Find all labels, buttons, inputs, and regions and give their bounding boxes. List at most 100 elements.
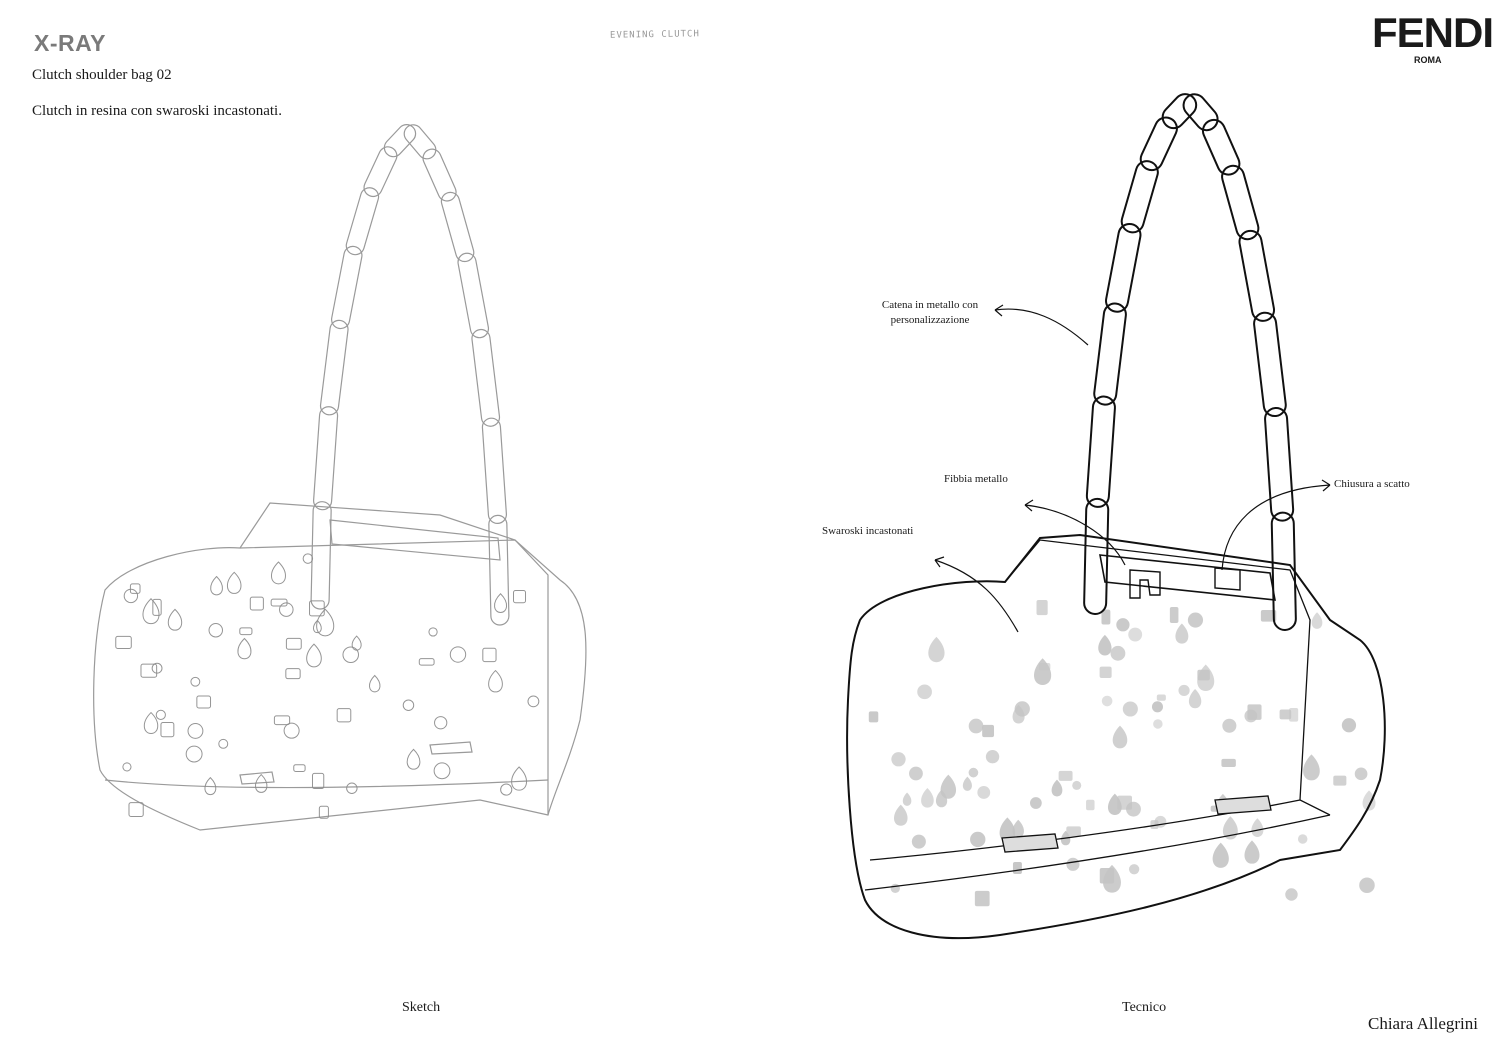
stone <box>1260 610 1277 622</box>
stone <box>152 598 162 616</box>
stone <box>434 716 448 730</box>
stone <box>293 764 306 772</box>
stone <box>917 684 932 700</box>
chain-link <box>1093 302 1127 406</box>
chain-link <box>1253 311 1287 418</box>
label-stones: Swaroski incastonati <box>822 525 914 537</box>
stone <box>1311 612 1323 629</box>
stone <box>1066 857 1080 871</box>
stone <box>1251 818 1264 837</box>
stone <box>1066 826 1081 837</box>
stone <box>968 718 984 734</box>
stone <box>968 767 979 778</box>
stone <box>255 773 268 793</box>
page-title: X-RAY <box>34 30 106 56</box>
chain-link <box>363 146 398 198</box>
stone <box>402 699 415 711</box>
stone <box>346 782 358 794</box>
stone <box>273 715 291 726</box>
stone <box>1098 634 1112 656</box>
arrow-stones <box>934 559 1019 633</box>
stone <box>1279 709 1292 720</box>
stone <box>115 635 132 649</box>
chain-link <box>422 148 457 202</box>
stone <box>208 623 223 638</box>
stone <box>911 834 926 849</box>
stone <box>1086 799 1095 811</box>
stone <box>1012 862 1022 875</box>
stone <box>1187 612 1204 628</box>
stone <box>985 750 1000 764</box>
sketch-bag-body <box>93 502 587 831</box>
stone <box>1178 684 1190 697</box>
stone <box>890 883 900 893</box>
stone <box>1103 864 1121 893</box>
stone <box>226 571 242 594</box>
stone <box>1222 816 1238 840</box>
stone <box>1030 797 1042 809</box>
stone <box>921 787 934 808</box>
stone <box>309 600 325 617</box>
chain-link <box>1083 497 1110 616</box>
stone <box>311 772 325 790</box>
product-description: Clutch in resina con swaroski incastonat… <box>32 103 282 119</box>
stone <box>1112 725 1128 749</box>
stone <box>527 695 540 708</box>
author-signature: Chiara Allegrini <box>1368 1014 1479 1033</box>
chain-link <box>440 191 475 263</box>
label-buckle: Fibbia metallo <box>944 473 1008 485</box>
chain-link <box>1139 116 1178 172</box>
chain-link <box>383 124 417 158</box>
stone <box>302 553 314 564</box>
caption-technical: Tecnico <box>1122 1000 1167 1015</box>
stone <box>140 663 158 678</box>
arrow-buckle <box>1024 504 1126 566</box>
stone <box>351 635 362 651</box>
chain-link <box>457 252 490 339</box>
stone <box>428 627 438 637</box>
chain-link <box>1182 93 1219 132</box>
chain-link <box>313 406 339 511</box>
chain-link <box>488 514 510 626</box>
stone <box>893 804 908 826</box>
stone <box>1128 864 1140 875</box>
stone <box>342 646 360 663</box>
chain-link <box>1085 395 1116 508</box>
stone <box>1116 618 1130 632</box>
label-clasp: Chiusura a scatto <box>1334 478 1410 490</box>
stone <box>1150 820 1159 829</box>
stone <box>196 695 212 709</box>
arrow-clasp <box>1221 484 1331 571</box>
chain-link <box>1221 164 1260 241</box>
chain-link <box>1105 222 1142 313</box>
stone <box>1247 704 1262 720</box>
stone <box>129 583 141 594</box>
chain-link <box>471 328 501 427</box>
brand-logo: FENDI <box>1372 9 1494 56</box>
stone <box>1099 666 1112 679</box>
stone <box>494 593 508 613</box>
product-subtitle: Clutch shoulder bag 02 <box>32 67 172 83</box>
stone <box>1354 767 1368 781</box>
stone <box>1058 770 1073 781</box>
stone <box>306 643 322 668</box>
stone <box>1151 701 1163 713</box>
stone <box>1051 779 1063 797</box>
chain-link <box>481 417 508 525</box>
stone <box>488 669 503 693</box>
caption-sketch: Sketch <box>402 1000 441 1015</box>
stone <box>1212 842 1229 868</box>
stone <box>449 646 467 663</box>
chain-link <box>345 187 380 256</box>
stone <box>1122 701 1138 717</box>
stone <box>970 831 986 848</box>
stone <box>1012 819 1024 838</box>
chain-link <box>1161 93 1198 130</box>
stone <box>1039 662 1051 671</box>
stone <box>928 636 945 663</box>
stone <box>1101 609 1111 625</box>
stone <box>1156 694 1166 701</box>
chain-link <box>1120 160 1159 234</box>
brand-logo-subline: ROMA <box>1414 55 1442 65</box>
